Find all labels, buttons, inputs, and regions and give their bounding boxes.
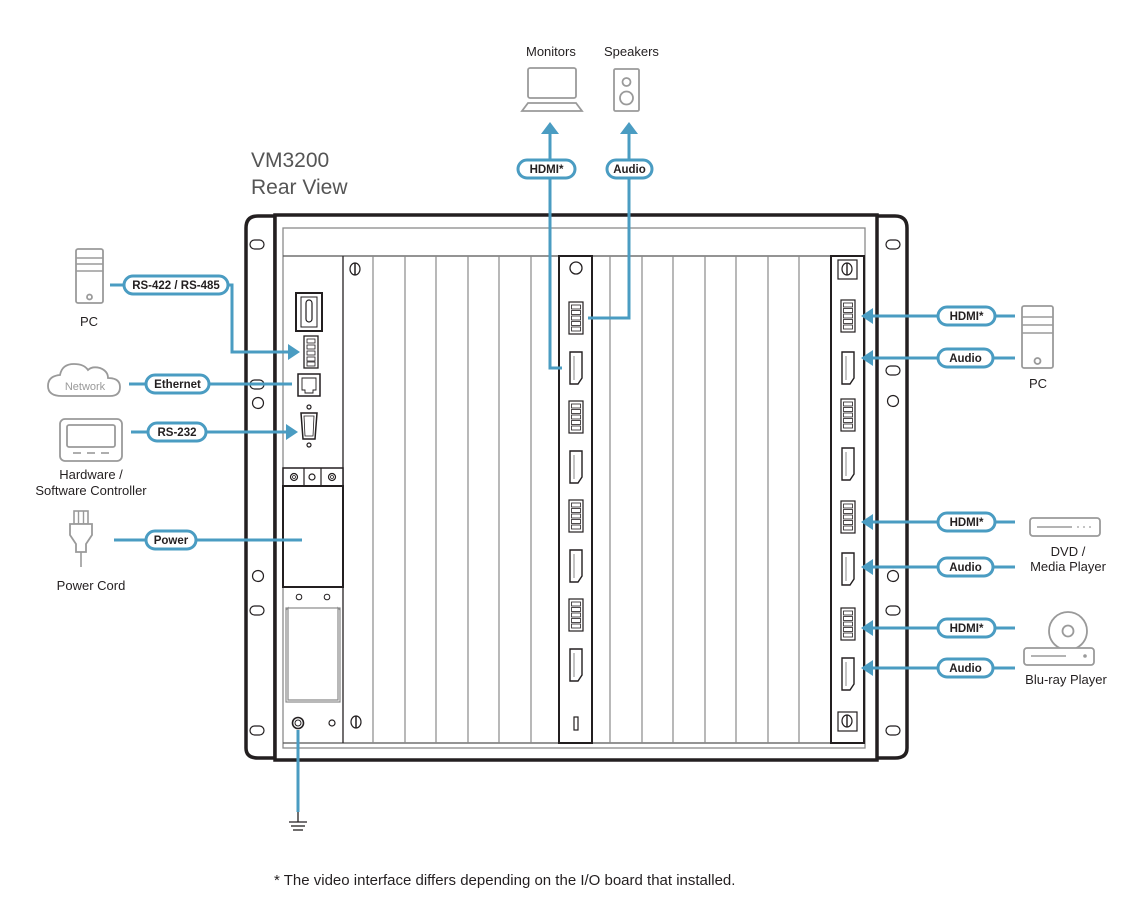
speakers-label: Speakers <box>604 44 659 59</box>
rs232-port <box>300 404 318 448</box>
input-terminal-port <box>840 607 856 641</box>
rs422-port <box>303 335 319 369</box>
pc-label-left: PC <box>80 314 98 329</box>
right-link-label: Audio <box>949 353 982 365</box>
svg-text:RS-422 / RS-485: RS-422 / RS-485 <box>132 280 220 292</box>
dvd-label-1: DVD / <box>1051 544 1086 559</box>
rs422-pill: RS-422 / RS-485 <box>122 274 230 296</box>
right-link-pill <box>936 556 995 578</box>
controller-label-1: Hardware / <box>59 467 123 482</box>
right-ear-holes <box>885 239 901 736</box>
ground-symbol-icon <box>289 812 307 831</box>
title-model: VM3200 <box>251 149 329 172</box>
svg-text:Ethernet: Ethernet <box>154 379 201 391</box>
output-audio-port <box>568 301 584 335</box>
audio-output-pill: Audio <box>605 158 654 180</box>
output-audio-port <box>568 598 584 632</box>
output-hdmi-port <box>569 351 583 385</box>
right-link-2: Audio <box>861 347 1015 369</box>
input-hdmi-port <box>841 351 855 385</box>
dvd-label-2: Media Player <box>1030 559 1107 574</box>
title-view: Rear View <box>251 176 348 199</box>
right-link-arrow <box>861 559 873 575</box>
input-hdmi-port <box>841 552 855 586</box>
right-link-label: Audio <box>949 562 982 574</box>
controller-module <box>282 256 344 743</box>
right-link-label: Audio <box>949 663 982 675</box>
output-audio-port <box>568 400 584 434</box>
right-link-pill <box>936 305 997 327</box>
chassis <box>244 213 909 762</box>
output-board <box>558 255 593 744</box>
output-hdmi-port <box>569 648 583 682</box>
output-hdmi-port <box>569 450 583 484</box>
svg-text:HDMI*: HDMI* <box>530 164 564 176</box>
left-rack-ear <box>244 214 277 760</box>
dvd-player-icon <box>1029 517 1101 537</box>
audio-output-wire <box>588 132 631 320</box>
slot-screw-top <box>349 262 361 276</box>
controller-label-2: Software Controller <box>35 483 147 498</box>
svg-text:Power: Power <box>154 535 189 547</box>
left-ear-holes <box>249 239 265 736</box>
right-link-pill <box>936 347 995 369</box>
monitors-label: Monitors <box>526 44 576 59</box>
right-link-arrow <box>861 620 873 636</box>
network-cloud-icon <box>47 363 121 397</box>
right-link-3: HDMI* <box>861 511 1015 533</box>
pc-icon-left <box>75 248 104 304</box>
monitor-icon <box>520 67 584 112</box>
input-board <box>830 255 865 744</box>
right-link-arrow <box>861 308 873 324</box>
bluray-player-icon <box>1023 611 1095 666</box>
right-link-label: HDMI* <box>950 623 984 635</box>
right-link-label: HDMI* <box>950 311 984 323</box>
pc-icon-right <box>1021 305 1054 369</box>
ground-terminal <box>291 716 336 730</box>
svg-text:RS-232: RS-232 <box>158 427 197 439</box>
right-link-label: HDMI* <box>950 517 984 529</box>
right-link-pill <box>936 617 997 639</box>
controller-icon <box>59 418 123 462</box>
rs232-pill: RS-232 <box>146 421 208 443</box>
input-terminal-port <box>840 500 856 534</box>
svg-text:Audio: Audio <box>613 164 646 176</box>
right-link-1: HDMI* <box>861 305 1015 327</box>
right-link-pill <box>936 511 997 533</box>
input-hdmi-port <box>841 657 855 691</box>
power-cord-label: Power Cord <box>57 578 126 593</box>
bluray-label: Blu-ray Player <box>1025 672 1107 687</box>
monitor-arrow <box>541 122 559 134</box>
right-link-arrow <box>861 660 873 676</box>
ethernet-pill: Ethernet <box>144 373 211 395</box>
rs232-arrow <box>286 424 298 440</box>
power-cord-icon <box>69 510 93 567</box>
pc-label-right: PC <box>1029 376 1047 391</box>
right-link-4: Audio <box>861 556 1015 578</box>
right-link-6: Audio <box>861 657 1015 679</box>
network-label: Network <box>65 381 106 393</box>
hdmi-output-pill: HDMI* <box>516 158 577 180</box>
right-link-pill <box>936 657 995 679</box>
power-switch <box>295 292 323 332</box>
power-supply-module <box>282 467 344 703</box>
output-audio-port <box>568 499 584 533</box>
hdmi-output-wire <box>548 132 562 370</box>
ethernet-port <box>297 373 321 397</box>
input-terminal-port <box>840 299 856 333</box>
slot-dividers <box>342 256 800 743</box>
right-rack-ear <box>868 214 909 760</box>
footnote: * The video interface differs depending … <box>274 872 735 889</box>
input-terminal-port <box>840 398 856 432</box>
right-link-5: HDMI* <box>861 617 1015 639</box>
power-pill: Power <box>144 529 198 551</box>
slot-screw-bottom <box>350 715 362 729</box>
rs422-arrow <box>288 344 300 360</box>
speaker-arrow <box>620 122 638 134</box>
input-hdmi-port <box>841 447 855 481</box>
speaker-icon <box>613 68 640 112</box>
output-hdmi-port <box>569 549 583 583</box>
right-link-arrow <box>861 350 873 366</box>
right-link-arrow <box>861 514 873 530</box>
